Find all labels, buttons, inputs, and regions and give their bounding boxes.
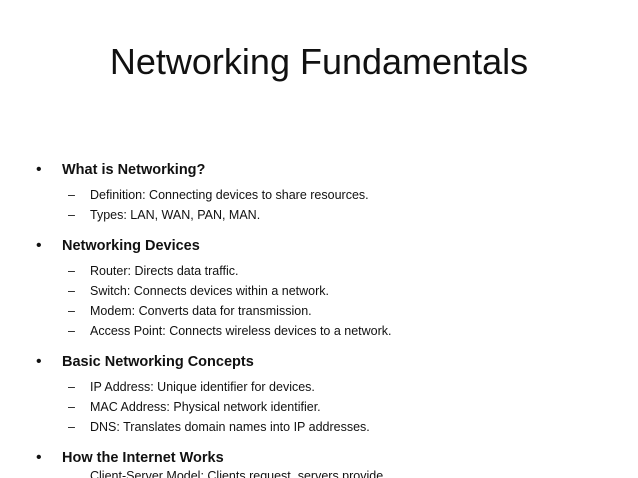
list-item: – Switch: Connects devices within a netw… bbox=[34, 281, 624, 301]
dash-icon: – bbox=[68, 380, 75, 394]
section-heading: Networking Devices bbox=[62, 238, 200, 254]
list-item: – MAC Address: Physical network identifi… bbox=[34, 397, 624, 417]
section-what-is-networking: • What is Networking? – Definition: Conn… bbox=[34, 157, 624, 225]
bullet-icon: • bbox=[36, 353, 42, 370]
dash-icon: – bbox=[68, 188, 75, 202]
dash-icon: – bbox=[68, 420, 75, 434]
list-item: – Modem: Converts data for transmission. bbox=[34, 301, 624, 321]
bullet-icon: • bbox=[36, 161, 42, 178]
dash-icon: – bbox=[68, 264, 75, 278]
list-item: – IP Address: Unique identifier for devi… bbox=[34, 377, 624, 397]
bullet-icon: • bbox=[36, 237, 42, 254]
dash-icon: – bbox=[68, 400, 75, 414]
dash-icon: – bbox=[68, 208, 75, 222]
cut-off-list-item: Client-Server Model: Clients request, se… bbox=[90, 469, 384, 478]
bullet-list: • What is Networking? – Definition: Conn… bbox=[34, 157, 624, 471]
list-item: – Router: Directs data traffic. bbox=[34, 261, 624, 281]
section-heading: What is Networking? bbox=[62, 162, 206, 178]
section-how-internet-works: • How the Internet Works bbox=[34, 445, 624, 471]
section-heading: How the Internet Works bbox=[62, 450, 224, 466]
dash-icon: – bbox=[68, 284, 75, 298]
list-item: – DNS: Translates domain names into IP a… bbox=[34, 417, 624, 437]
dash-icon: – bbox=[68, 324, 75, 338]
dash-icon: – bbox=[68, 304, 75, 318]
list-item: – Definition: Connecting devices to shar… bbox=[34, 185, 624, 205]
section-heading: Basic Networking Concepts bbox=[62, 354, 254, 370]
bullet-icon: • bbox=[36, 449, 42, 466]
list-item: – Types: LAN, WAN, PAN, MAN. bbox=[34, 205, 624, 225]
section-networking-devices: • Networking Devices – Router: Directs d… bbox=[34, 233, 624, 341]
list-item: – Access Point: Connects wireless device… bbox=[34, 321, 624, 341]
slide-title: Networking Fundamentals bbox=[109, 41, 529, 82]
section-basic-concepts: • Basic Networking Concepts – IP Address… bbox=[34, 349, 624, 437]
